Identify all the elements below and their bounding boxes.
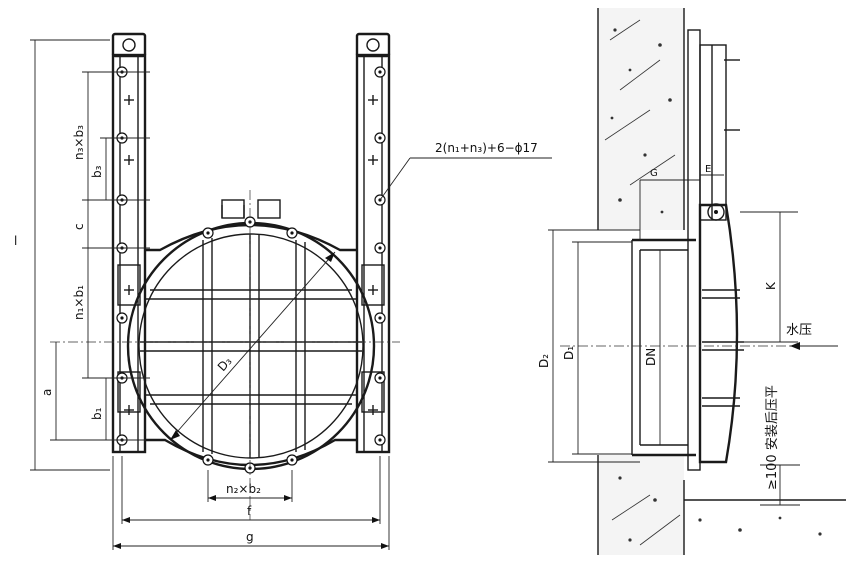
water-pressure-label: 水压 [786, 323, 812, 338]
dim-label-a: a [40, 389, 54, 396]
dim-label-g-side: G [650, 168, 658, 179]
dim-label-d3: D₃ [215, 354, 235, 374]
install-note: ≥100 安装后压平 [765, 385, 780, 490]
concrete-wall [597, 8, 822, 555]
front-centerlines [50, 190, 400, 520]
dim-label-l: l [14, 234, 17, 248]
pipe-opening [631, 238, 696, 457]
side-view: D₂ D₁ DN K E G 水压 ≥100 安装后压平 [537, 8, 846, 555]
side-gate-leaf [698, 203, 744, 464]
dim-label-n3b3: n₃×b₃ [72, 125, 86, 160]
dim-label-d2: D₂ [537, 354, 551, 368]
bottom-dimensions [112, 456, 390, 550]
dim-label-dn: DN [644, 348, 658, 366]
rail-bolt-ticks [124, 95, 378, 415]
front-view: D₃ l n₃×b₃ b₃ c n₁×b₁ a b₁ [14, 32, 552, 550]
frame-bolts [116, 66, 386, 474]
dim-label-g: g [246, 530, 254, 544]
left-dimensions [30, 39, 150, 471]
dim-label-k: K [764, 281, 778, 290]
dim-label-b3: b₃ [90, 165, 104, 178]
dim-label-f: f [247, 504, 252, 518]
right-guide-rail [355, 32, 391, 454]
dim-label-n2b2: n₂×b₂ [226, 482, 261, 496]
side-dimensions [548, 174, 838, 506]
dim-label-b1: b₁ [90, 407, 104, 420]
floor-slab [683, 480, 846, 555]
gate-ribs [140, 234, 362, 458]
gate-frame [126, 199, 376, 471]
dim-label-c: c [72, 223, 86, 230]
dim-label-d1: D₁ [562, 346, 576, 360]
bolt-callout-leader [379, 157, 552, 201]
d3-diameter [169, 251, 336, 441]
dim-label-n1b1: n₁×b₁ [72, 285, 86, 320]
dim-label-e: E [705, 164, 711, 175]
wedge-blocks [117, 264, 385, 413]
bolt-callout: 2(n₁+n₃)+6−ϕ17 [435, 141, 538, 155]
left-guide-rail [111, 32, 147, 454]
